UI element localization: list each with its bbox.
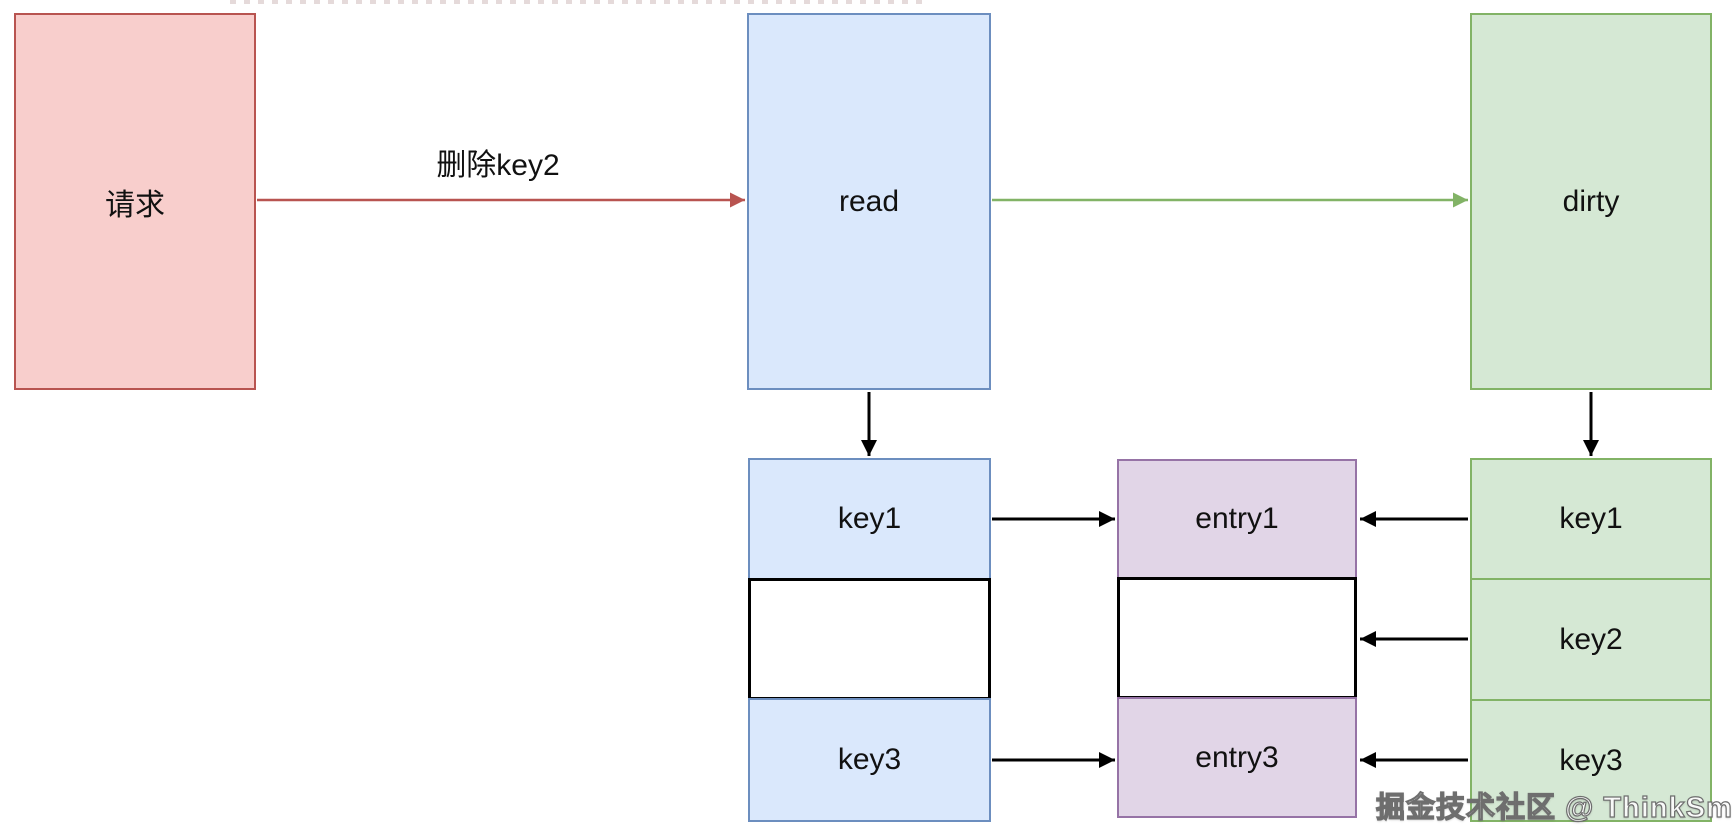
read-key3-cell: key3 xyxy=(748,698,991,822)
entry3-label: entry3 xyxy=(1195,740,1279,774)
read-key1-label: key1 xyxy=(837,502,902,535)
watermark: 掘金技术社区 @ ThinkSmart xyxy=(1375,791,1732,824)
deleted-entry2-cell xyxy=(1117,577,1357,699)
entry3-cell: entry3 xyxy=(1117,697,1357,818)
read-deleted-key2-cell xyxy=(748,578,991,700)
cropped-text-remnant xyxy=(230,0,930,4)
request-node: 请求 xyxy=(14,13,256,390)
dirty-key1-label: key1 xyxy=(1559,502,1623,535)
dirty-key3-cell: key3 xyxy=(1470,699,1712,822)
read-key3-label: key3 xyxy=(837,743,902,776)
dirty-node-label: dirty xyxy=(1562,184,1620,218)
dirty-key1-cell: key1 xyxy=(1470,458,1712,580)
dirty-node: dirty xyxy=(1470,13,1712,390)
entry1-label: entry1 xyxy=(1195,502,1279,535)
entry1-cell: entry1 xyxy=(1117,459,1357,579)
dirty-key2-label: key2 xyxy=(1559,622,1623,656)
read-key1-cell: key1 xyxy=(748,458,991,580)
dirty-key3-label: key3 xyxy=(1559,743,1623,777)
delete-key2-edge-label: 删除key2 xyxy=(436,149,560,182)
read-node-label: read xyxy=(838,184,900,218)
read-node: read xyxy=(747,13,991,390)
request-node-label: 请求 xyxy=(105,188,165,222)
dirty-key2-cell: key2 xyxy=(1470,578,1712,701)
